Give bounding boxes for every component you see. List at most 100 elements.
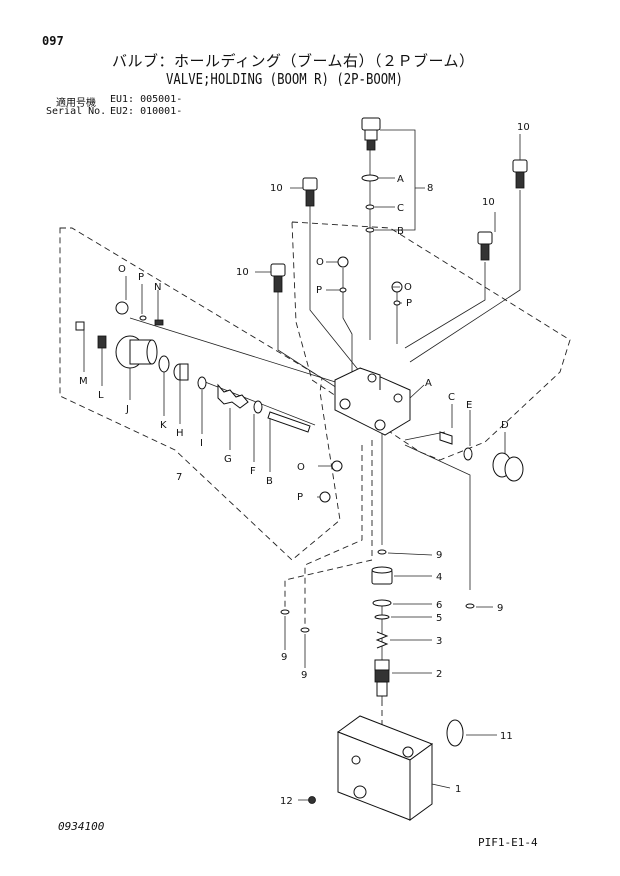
o-ring-B (365, 227, 375, 233)
guide-line (404, 431, 446, 441)
callout-6: 6 (436, 600, 442, 611)
callout-C: C (397, 203, 404, 214)
ring-I (197, 376, 207, 390)
ring-6 (372, 599, 392, 607)
callout-8: 8 (427, 183, 433, 194)
callout-A: A (425, 378, 432, 389)
callout-4: 4 (436, 572, 442, 583)
spring-G (217, 383, 249, 409)
spring-3 (375, 631, 389, 649)
callout-9: 9 (497, 603, 503, 614)
callout-H: H (176, 428, 184, 439)
plug-O-3 (115, 301, 129, 315)
guide-line (409, 190, 521, 363)
guide-line (309, 200, 361, 373)
pin-N (154, 319, 164, 326)
valve-block-1 (336, 715, 434, 821)
o-ring-K (158, 355, 170, 373)
set-screw-M (75, 321, 85, 331)
check-valve-cartridge-8 (361, 117, 381, 151)
guide-line (342, 268, 353, 372)
socket-bolt-10-b (512, 159, 528, 189)
serial-label-jp: 適用号機 (56, 98, 96, 109)
callout-F: F (250, 466, 256, 477)
serial-eu2: EU2: 010001- (110, 106, 183, 117)
o-ring-5 (374, 614, 390, 620)
o-ring-P-3 (139, 315, 147, 321)
callout-E: E (466, 400, 472, 411)
callout-9: 9 (281, 652, 287, 663)
callout-O: O (297, 462, 305, 473)
socket-bolt-10-c (477, 231, 493, 261)
o-ring-9-left-a (280, 609, 290, 615)
o-ring-A (361, 174, 379, 182)
drawing-code: 0934100 (58, 820, 105, 833)
serial-label-en: Serial No. (46, 106, 107, 117)
fitting-C (439, 431, 453, 445)
callout-10: 10 (236, 267, 249, 278)
callout-2: 2 (436, 669, 442, 680)
callout-B: B (266, 476, 273, 487)
holding-valve-body (334, 367, 411, 436)
subassembly-7-boundary (59, 227, 341, 561)
callout-O: O (316, 257, 324, 268)
serial-eu1: EU1: 005001- (110, 94, 183, 105)
callout-B: B (397, 226, 404, 237)
callout-P: P (297, 492, 303, 503)
callout-K: K (160, 420, 167, 431)
cap-D (492, 452, 524, 482)
callout-11: 11 (500, 731, 513, 742)
callout-C: C (448, 392, 455, 403)
o-ring-9-right (465, 603, 475, 609)
callout-P: P (406, 298, 412, 309)
callout-O: O (404, 282, 412, 293)
o-ring-P-1 (339, 287, 347, 293)
callout-9: 9 (436, 550, 442, 561)
page-number: 097 (42, 34, 64, 48)
callout-N: N (154, 282, 161, 293)
callout-M: M (79, 376, 88, 387)
page-reference-code: PIF1-E1-4 (478, 836, 538, 849)
callout-10: 10 (517, 122, 530, 133)
callout-3: 3 (436, 636, 442, 647)
callout-P: P (138, 272, 144, 283)
cap-J (115, 335, 158, 369)
callout-5: 5 (436, 613, 442, 624)
callout-10: 10 (270, 183, 283, 194)
callout-10: 10 (482, 197, 495, 208)
o-ring-E (463, 447, 473, 461)
callout-12: 12 (280, 796, 293, 807)
o-ring-9-left-b (300, 627, 310, 633)
callout-A: A (397, 174, 404, 185)
callout-P: P (316, 285, 322, 296)
piston-H (173, 363, 189, 381)
valve-body-boundary (291, 221, 571, 461)
guide-line (404, 444, 471, 590)
callout-I: I (200, 438, 203, 449)
callout-O: O (118, 264, 126, 275)
plug-L (97, 335, 107, 349)
title-japanese: バルブ：ホールディング（ブーム右）（２Ｐブーム） (112, 52, 475, 70)
socket-bolt-10-a (302, 177, 318, 207)
callout-G: G (224, 454, 232, 465)
guide-line (304, 445, 363, 625)
callout-L: L (98, 390, 104, 401)
callout-1: 1 (455, 784, 461, 795)
spool-B (267, 411, 311, 433)
o-ring-11 (446, 719, 464, 747)
callout-J: J (125, 404, 129, 415)
title-english: VALVE;HOLDING (BOOM R) (2P-BOOM) (166, 70, 403, 88)
poppet-2 (374, 659, 390, 697)
plug-O-4 (331, 460, 343, 472)
plug-4 (371, 566, 393, 585)
callout-7: 7 (176, 472, 182, 483)
socket-bolt-10-d (270, 263, 286, 293)
guide-line (284, 440, 373, 608)
callout-D: D (501, 420, 509, 431)
plug-P-4 (319, 491, 331, 503)
guide-line (129, 317, 346, 386)
washer-F (253, 400, 263, 414)
o-ring-C (365, 204, 375, 210)
